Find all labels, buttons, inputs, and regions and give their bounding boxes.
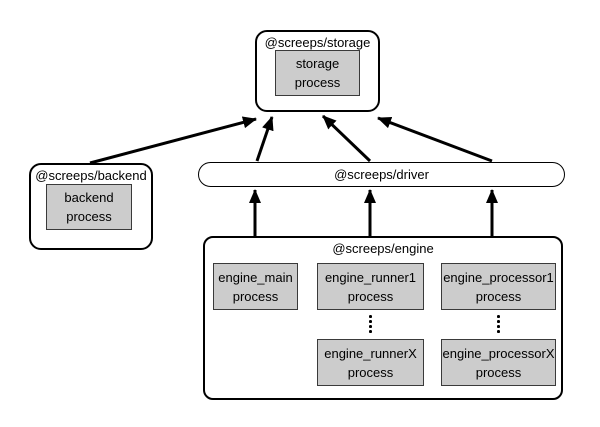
engine-runner1-process-box: engine_runner1 process: [317, 263, 424, 310]
engine-runner1-process-name: engine_runner1: [324, 269, 417, 285]
engine-runner1-process-label: process: [347, 288, 394, 304]
storage-container-title: @screeps/storage: [264, 35, 371, 50]
backend-process-label: process: [66, 209, 112, 224]
engine-main-process-name: engine_main: [218, 269, 293, 285]
storage-process-name: storage: [295, 56, 340, 71]
arrow-backend-to-storage: [89, 116, 257, 165]
driver-container-title: @screeps/driver: [334, 167, 429, 182]
backend-process-box: backend process: [46, 184, 132, 230]
engine-processor1-process-label: process: [475, 288, 522, 304]
engine-processorX-process-label: process: [475, 364, 522, 380]
engine-container: @screeps/engine engine_main process engi…: [203, 236, 563, 400]
storage-process-label: process: [294, 75, 341, 90]
backend-container-title: @screeps/backend: [35, 168, 147, 183]
backend-process-name: backend: [64, 190, 114, 205]
storage-process-box: storage process: [275, 50, 360, 96]
arrow-driver-to-storage-left: [255, 116, 274, 162]
storage-container: @screeps/storage storage process: [255, 30, 380, 112]
engine-container-title: @screeps/engine: [332, 241, 434, 256]
engine-processor1-process-box: engine_processor1 process: [441, 263, 556, 310]
arrow-driver-to-storage-right: [377, 116, 493, 163]
engine-processorX-process-name: engine_processorX: [442, 345, 555, 361]
engine-runnerX-process-label: process: [347, 364, 394, 380]
engine-processorX-process-box: engine_processorX process: [441, 339, 556, 386]
engine-main-process-label: process: [232, 288, 279, 304]
backend-container: @screeps/backend backend process: [29, 163, 153, 250]
driver-container: @screeps/driver: [198, 162, 565, 187]
engine-processor1-process-name: engine_processor1: [443, 269, 554, 285]
arrow-driver-to-storage-middle: [321, 114, 372, 163]
engine-runnerX-process-box: engine_runnerX process: [317, 339, 424, 386]
engine-main-process-box: engine_main process: [213, 263, 298, 310]
engine-runnerX-process-name: engine_runnerX: [324, 345, 417, 361]
vertical-ellipsis-icon: [369, 315, 372, 333]
vertical-ellipsis-icon: [497, 315, 500, 333]
